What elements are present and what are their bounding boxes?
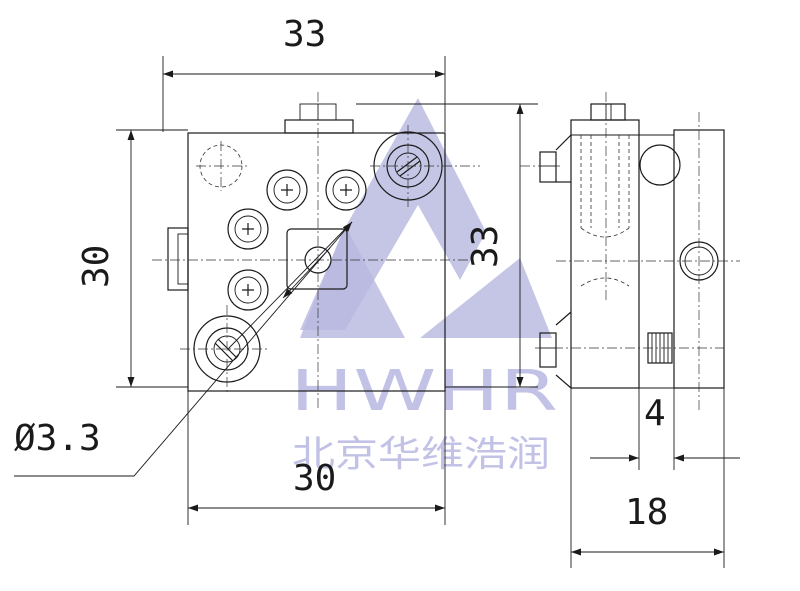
front-view xyxy=(152,92,480,410)
dim-hole-diameter: Ø3.3 xyxy=(14,418,101,459)
side-ball xyxy=(639,144,681,186)
dim-side-small: 4 xyxy=(644,393,666,434)
dim-left-height: 30 xyxy=(76,245,117,288)
top-tab xyxy=(284,119,354,134)
dim-top-width: 33 xyxy=(283,14,326,55)
dim-right-height: 33 xyxy=(465,225,506,268)
center-pocket xyxy=(286,228,348,290)
phillips-screws xyxy=(227,169,367,311)
side-view xyxy=(520,92,740,410)
watermark-company: 北京华维浩润 xyxy=(292,434,550,475)
dim-bottom-width: 30 xyxy=(293,458,336,499)
front-dimensions xyxy=(14,56,538,525)
watermark-logo xyxy=(300,98,552,338)
dim-side-width: 18 xyxy=(625,492,668,533)
side-dimensions xyxy=(570,388,740,568)
